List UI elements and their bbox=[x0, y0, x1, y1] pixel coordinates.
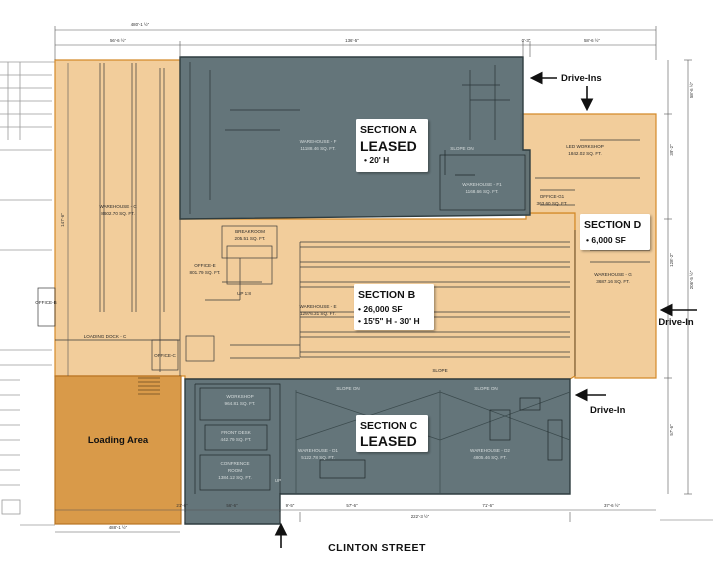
section-d-area: • 6,000 SF bbox=[586, 235, 626, 245]
section-d-card[interactable] bbox=[580, 214, 650, 250]
section-b-area: • 26,000 SF bbox=[358, 304, 403, 314]
top-dimension-2: 136'-5" bbox=[345, 38, 359, 43]
street-label: CLINTON STREET bbox=[328, 542, 426, 554]
room-front-desk-area: 442.79 SQ. FT. bbox=[221, 437, 252, 442]
room-office-b: OFFICE-B bbox=[35, 300, 56, 305]
room-workshop-name: WORKSHOP bbox=[226, 394, 253, 399]
section-b-title: SECTION B bbox=[358, 289, 416, 301]
room-office-g1-area: 363.60 SQ. FT. bbox=[537, 201, 568, 206]
slope-on-label-1: SLOPE ON bbox=[450, 146, 474, 151]
room-conference-line2: ROOM bbox=[228, 468, 242, 473]
room-office-c: OFFICE-C bbox=[154, 353, 176, 358]
bottom-dimension-1: 21'-6" bbox=[176, 503, 188, 508]
loading-area[interactable] bbox=[54, 375, 182, 525]
right-dimension-2: 128'-2" bbox=[669, 253, 674, 267]
room-warehouse-c-name: WAREHOUSE - C bbox=[99, 204, 137, 209]
section-c-title: SECTION C bbox=[360, 420, 418, 432]
room-office-e-area: 801.79 SQ. FT. bbox=[190, 270, 221, 275]
room-warehouse-d1-name: WAREHOUSE - D1 bbox=[298, 448, 338, 453]
room-warehouse-e-name: WAREHOUSE - E bbox=[299, 304, 336, 309]
room-breakroom-area: 205.51 SQ. FT. bbox=[235, 236, 266, 241]
section-a-title: SECTION A bbox=[360, 124, 417, 136]
room-warehouse-f-area: 11188.46 SQ. FT. bbox=[300, 146, 335, 151]
slope-on-label-3: SLOPE ON bbox=[474, 386, 498, 391]
up-label: UP bbox=[275, 478, 281, 483]
room-workshop-area: 964.81 SQ. FT. bbox=[225, 401, 256, 406]
room-led-workshop-name: LED WORKSHOP bbox=[566, 144, 604, 149]
section-a-height: • 20' H bbox=[364, 155, 389, 165]
room-warehouse-f1-name: WAREHOUSE - F1 bbox=[462, 182, 502, 187]
room-warehouse-d2-name: WAREHOUSE - D2 bbox=[470, 448, 510, 453]
bottom-dimension-3: 9'-5" bbox=[286, 503, 295, 508]
section-c-card[interactable] bbox=[356, 415, 428, 452]
room-breakroom-name: BREAKROOM bbox=[235, 229, 265, 234]
top-dimension-3: 0'-3" bbox=[522, 38, 531, 43]
up-ramp-label: UP 1:8 bbox=[237, 291, 251, 296]
section-a-area[interactable] bbox=[179, 56, 531, 220]
drive-in-mid-label: Drive-In bbox=[590, 405, 626, 416]
room-front-desk-name: FRONT DESK bbox=[221, 430, 251, 435]
right-dimension-1: 39'-2" bbox=[669, 144, 674, 156]
slope-label: SLOPE bbox=[432, 368, 447, 373]
bottom-dimension-7: 37'-6 ½" bbox=[604, 503, 621, 508]
bottom-left-dimension: 488'-1 ½" bbox=[109, 525, 128, 530]
room-warehouse-g-area: 3687.16 SQ. FT. bbox=[596, 279, 629, 284]
top-dimension-4: 58'-6 ½" bbox=[584, 38, 601, 43]
room-warehouse-d2-area: 4805.46 SQ. FT. bbox=[473, 455, 506, 460]
room-loading-dock: LOADING DOCK - C bbox=[84, 334, 127, 339]
drive-ins-label: Drive-Ins bbox=[561, 73, 602, 84]
room-warehouse-f-name: WAREHOUSE - F bbox=[300, 139, 337, 144]
room-office-g1-name: OFFICE-G1 bbox=[540, 194, 565, 199]
loading-area-label: Loading Area bbox=[88, 435, 149, 446]
top-dimension-1: 56'-6 ½" bbox=[110, 38, 127, 43]
section-b-height: • 15'5" H - 30' H bbox=[358, 316, 420, 326]
room-warehouse-f1-area: 1168.66 SQ. FT. bbox=[465, 189, 498, 194]
right-dimension-4: 206'-5 ½" bbox=[689, 270, 694, 289]
room-led-workshop-area: 1842.02 SQ. FT. bbox=[568, 151, 601, 156]
drive-in-right-label: Drive-In bbox=[658, 317, 694, 328]
room-warehouse-c-area: 8602.70 SQ. FT. bbox=[101, 211, 134, 216]
overall-dimension: 480'-1 ½" bbox=[131, 22, 150, 27]
room-labels: WAREHOUSE - F 11188.46 SQ. FT. WAREHOUSE… bbox=[35, 139, 632, 483]
slope-on-label-2: SLOPE ON bbox=[336, 386, 360, 391]
dimension-lines bbox=[54, 26, 692, 533]
bottom-dimension-5: 222'-3 ½" bbox=[411, 514, 430, 519]
right-dimension-3: 57'-6" bbox=[669, 424, 674, 436]
surroundings bbox=[0, 61, 713, 526]
room-warehouse-e-area: 12976.31 SQ. FT. bbox=[300, 311, 336, 316]
right-dimension-5: 58'-6 ½" bbox=[689, 82, 694, 99]
room-office-e-name: OFFICE-E bbox=[194, 263, 215, 268]
section-b-card[interactable] bbox=[354, 284, 434, 330]
section-a-status: LEASED bbox=[360, 138, 417, 154]
room-conference-area: 1384.12 SQ. FT. bbox=[218, 475, 251, 480]
interior-walls bbox=[37, 62, 650, 494]
section-d-title: SECTION D bbox=[584, 219, 642, 231]
left-dimension: 147'-6" bbox=[60, 213, 65, 227]
room-warehouse-g-name: WAREHOUSE - G bbox=[594, 272, 632, 277]
bottom-dimension-4: 57'-6" bbox=[346, 503, 358, 508]
room-warehouse-d1-area: 5122.78 SQ. FT. bbox=[301, 455, 334, 460]
section-a-card[interactable] bbox=[356, 119, 428, 172]
bottom-dimension-2: 56'-6" bbox=[226, 503, 238, 508]
section-c-status: LEASED bbox=[360, 433, 417, 449]
bottom-dimension-6: 71'-6" bbox=[482, 503, 494, 508]
room-conference-line1: CONFRENCE bbox=[220, 461, 249, 466]
